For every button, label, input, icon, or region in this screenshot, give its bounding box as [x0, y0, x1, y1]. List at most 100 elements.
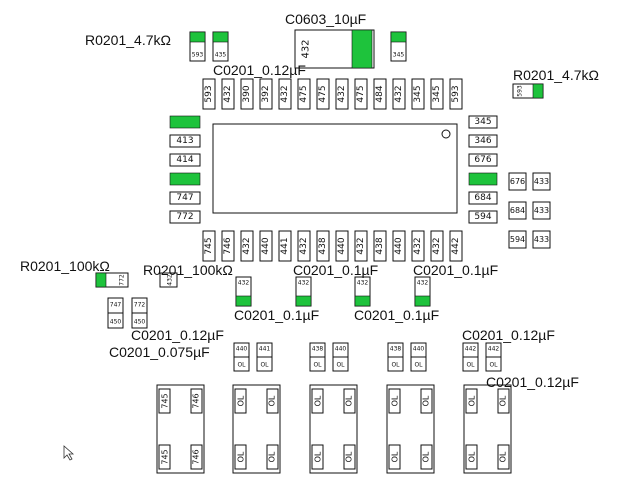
- connector-pin: [343, 444, 356, 470]
- connector-code: OL: [422, 395, 431, 406]
- ic-pin-right: [468, 191, 498, 205]
- connector-pin: [497, 388, 510, 414]
- label-c-0075-lower-left: C0201_0.075µF: [109, 344, 210, 360]
- pin-code: 432: [242, 237, 252, 254]
- ic-pin-bottom: [392, 230, 406, 262]
- connector-pin: [497, 444, 510, 470]
- connector-pin: [420, 444, 433, 470]
- connector-pin: [234, 444, 247, 470]
- pad-code: 772: [134, 302, 146, 309]
- label-r-top-right: R0201_4.7kΩ: [513, 67, 599, 83]
- copper-pad: [354, 295, 371, 307]
- label-c-01-lower-b: C0201_0.1µF: [354, 307, 440, 323]
- pin-code: 432: [432, 237, 442, 254]
- label-c-012-lower-left: C0201_0.12µF: [131, 327, 224, 343]
- grid-pad: [532, 230, 551, 249]
- ic-pin-left: [169, 134, 201, 148]
- connector-code: OL: [237, 395, 246, 406]
- connector-code: 746: [192, 393, 201, 408]
- pin-code: 432: [223, 85, 233, 102]
- pin1-marker-icon: [441, 129, 451, 139]
- pad-code: 433: [534, 177, 549, 186]
- connector-code: OL: [237, 451, 246, 462]
- pin-code: 594: [474, 212, 491, 222]
- ic-pin-top: [278, 78, 292, 110]
- pad-code: 440: [236, 346, 248, 353]
- connector-code: 745: [161, 393, 170, 408]
- connector-pin: [234, 388, 247, 414]
- pad-code: 676: [510, 177, 525, 186]
- pad-code: 440: [413, 346, 425, 353]
- label-c0603-top: C0603_10µF: [285, 11, 367, 27]
- connector-code: OL: [345, 395, 354, 406]
- copper-pad: [351, 29, 373, 69]
- pin-code: 438: [318, 237, 328, 254]
- pin-code: 475: [318, 85, 328, 102]
- copper-pad: [414, 295, 431, 307]
- connector-pin: [311, 444, 324, 470]
- copper-pad: [169, 172, 201, 186]
- label-c-01-upper-b: C0201_0.1µF: [413, 262, 499, 278]
- copper-pad: [295, 295, 312, 307]
- pad-code: OL: [313, 362, 322, 369]
- pin-code: 432: [394, 85, 404, 102]
- pin-code: 593: [204, 85, 214, 102]
- pin-code: 440: [261, 237, 271, 254]
- ic-pin-bottom: [430, 230, 444, 262]
- ic-pin-left: [169, 153, 201, 167]
- grid-pad: [508, 201, 527, 220]
- connector-pin: [388, 444, 401, 470]
- connector-pin: [266, 388, 279, 414]
- ic-pin-right: [468, 153, 498, 167]
- connector-code: OL: [468, 451, 477, 462]
- pad-code: 442: [488, 346, 500, 353]
- connector-code: OL: [499, 451, 508, 462]
- pad-code: OL: [237, 362, 246, 369]
- ic-pin-top: [259, 78, 273, 110]
- pin-code: 345: [474, 117, 491, 127]
- pad-code: 450: [134, 319, 146, 326]
- pin-code: 413: [176, 136, 193, 146]
- pad-code: 772: [119, 274, 126, 286]
- connector-pin: [158, 388, 171, 414]
- ic-pin-top: [449, 78, 463, 110]
- label-r-100k-mid: R0201_100kΩ: [143, 262, 233, 278]
- grid-pad: [532, 172, 551, 191]
- pad-code: 345: [393, 52, 405, 59]
- pin-code: 432: [356, 237, 366, 254]
- pad-code: 433: [534, 206, 549, 215]
- pad-code: 432: [167, 274, 174, 286]
- resistor-pad: [159, 272, 178, 288]
- mouse-cursor-icon: [63, 445, 75, 461]
- connector-code: OL: [268, 395, 277, 406]
- pin-code: 475: [356, 85, 366, 102]
- ic-pin-left: [169, 191, 201, 205]
- ic-pin-top: [335, 78, 349, 110]
- connector-pin: [158, 444, 171, 470]
- pin-code: 438: [375, 237, 385, 254]
- pad-code: 440: [335, 346, 347, 353]
- copper-pad: [390, 31, 407, 43]
- pad-code: 442: [465, 346, 477, 353]
- pin-code: 392: [261, 85, 271, 102]
- pad-code: OL: [466, 362, 475, 369]
- connector-code: OL: [422, 451, 431, 462]
- ic-pin-bottom: [354, 230, 368, 262]
- ic-pin-top: [392, 78, 406, 110]
- copper-pad: [95, 272, 107, 288]
- connector-code: OL: [314, 395, 323, 406]
- pad-code: 432: [298, 280, 310, 287]
- pad-code: OL: [489, 362, 498, 369]
- connector-pin: [465, 388, 478, 414]
- pad-code: 433: [534, 235, 549, 244]
- pad-code: 438: [390, 346, 402, 353]
- pin-code: 441: [280, 237, 290, 254]
- pin-code: 772: [176, 212, 193, 222]
- pin-code: 484: [375, 85, 385, 102]
- pad-code: 593: [192, 52, 204, 59]
- copper-pad: [212, 31, 229, 43]
- connector-code: OL: [391, 395, 400, 406]
- ic-pin-bottom: [202, 230, 216, 262]
- connector-code: OL: [268, 451, 277, 462]
